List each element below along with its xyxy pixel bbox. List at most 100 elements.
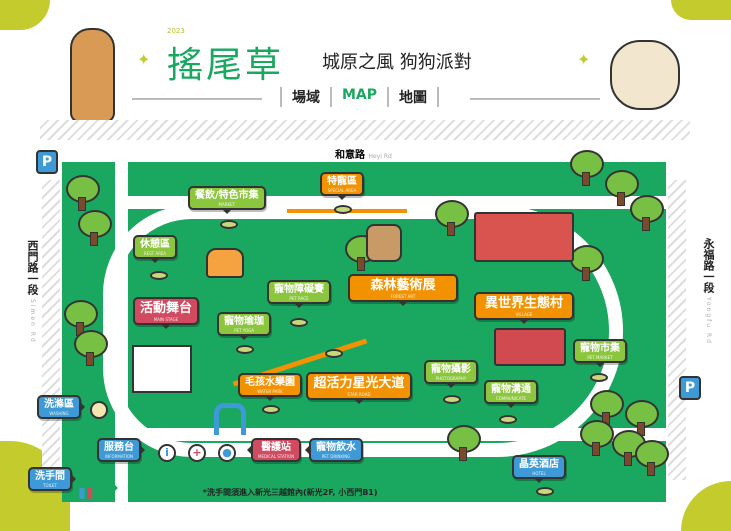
road-name: 和意路 — [335, 150, 365, 161]
year-label: 2023 — [167, 27, 185, 35]
pin-label: 晶英酒店 — [519, 459, 559, 470]
pin-label: 活動舞台 — [140, 301, 193, 316]
pin-label-en: STAR ROAD — [347, 392, 371, 397]
direction-label: 往新光三越小西門 — [136, 488, 200, 497]
village-houses-icon — [494, 328, 566, 366]
pin-label: 醫護站 — [261, 442, 292, 453]
pin-label: 超活力星光大道 — [313, 376, 405, 391]
pin-label-en: SPECIAL AREA — [327, 188, 357, 193]
pin-label-en: TOILET — [43, 483, 57, 488]
tree-icon — [635, 440, 669, 476]
road-label-left: 西門路一段 Simen Rd — [24, 240, 40, 344]
pin-label-en: MAIN STAGE — [153, 317, 179, 322]
pin-label: 洗手間 — [35, 471, 65, 482]
pin-label-en: INFORMATION — [104, 454, 134, 459]
parking-sign[interactable]: P — [36, 150, 58, 174]
water-gate-icon — [214, 403, 246, 435]
pin-label: 異世界生態村 — [484, 296, 563, 311]
spot-marker — [236, 345, 254, 354]
corner-decoration — [0, 0, 50, 30]
road-name-en: Simen Rd — [29, 299, 36, 344]
tree-icon — [435, 200, 469, 236]
shops-icon — [474, 212, 574, 262]
dog-sculpture-icon — [366, 224, 402, 262]
pin-label-en: MEDICAL STATION — [258, 454, 295, 459]
tree-icon — [74, 330, 108, 366]
pin-label-en: VILLAGE — [515, 312, 533, 317]
pin-label: 森林藝術展 — [370, 278, 436, 293]
parking-sign[interactable]: P — [679, 376, 701, 400]
tree-icon — [570, 245, 604, 281]
footer-note: 往新光三越小西門 *洗手間須進入新光三越館內(新光2F, 小西門B1) — [136, 487, 378, 498]
corner-decoration — [681, 481, 731, 531]
pin-label: 寵物攝影 — [431, 364, 471, 375]
washing-icon — [90, 401, 108, 419]
sparkle-icon: ✦ — [137, 50, 151, 69]
nav-item: 場域 — [280, 87, 330, 107]
tree-icon — [590, 390, 624, 426]
pin-label: 洗滌區 — [44, 399, 74, 410]
spot-marker — [334, 205, 352, 214]
spot-marker — [536, 487, 554, 496]
spot-marker — [590, 373, 608, 382]
pin-label-en: PET DRINKING — [321, 454, 351, 459]
pin-label-en: PET RACE — [289, 296, 309, 301]
pin-label: 寵物瑜珈 — [224, 316, 264, 327]
tree-icon — [78, 210, 112, 246]
dog-illustration-right — [610, 40, 680, 110]
pin-label-en: REST AREA — [143, 251, 167, 256]
spot-marker — [325, 349, 343, 358]
food-icon — [206, 248, 244, 278]
medical-cross-icon: + — [188, 444, 206, 462]
info-icon: i — [158, 444, 176, 462]
tree-icon — [447, 425, 481, 461]
pin-label: 寵物障礙賽 — [274, 284, 324, 295]
road-left — [42, 180, 60, 480]
pin-label: 寵物市集 — [580, 343, 620, 354]
pin-label-en: PET YOGA — [234, 328, 254, 333]
pin-label-en: WATER PARK — [257, 389, 283, 394]
pin-label-en: HOTEL — [532, 471, 546, 476]
pin-label: 餐飲/特色市集 — [195, 190, 259, 201]
road-label-right: 永福路一段Yongfu Rd — [700, 238, 716, 345]
tree-icon — [66, 175, 100, 211]
header-divider — [470, 98, 600, 100]
spot-marker — [499, 415, 517, 424]
toilet-note: *洗手間須進入新光三越館內(新光2F, 小西門B1) — [202, 488, 378, 497]
spot-marker — [262, 405, 280, 414]
header-divider — [132, 98, 262, 100]
dog-illustration-left — [70, 28, 115, 123]
tree-icon — [630, 195, 664, 231]
corner-decoration — [671, 0, 731, 20]
road-name: 西門路一段 — [26, 240, 39, 295]
pin-label: 休憩區 — [140, 239, 170, 250]
sparkle-icon: ✦ — [577, 50, 591, 69]
spot-marker — [150, 271, 168, 280]
toilet-icon: ▮▮ — [78, 485, 94, 501]
nav-item: 地圖 — [387, 87, 440, 107]
road-top — [40, 120, 690, 140]
road-right — [668, 180, 686, 480]
road-name-en: Heyi Rd — [368, 153, 392, 160]
pin-label-en: PHOTOGRAPHY — [435, 376, 467, 381]
tree-icon — [570, 150, 604, 186]
